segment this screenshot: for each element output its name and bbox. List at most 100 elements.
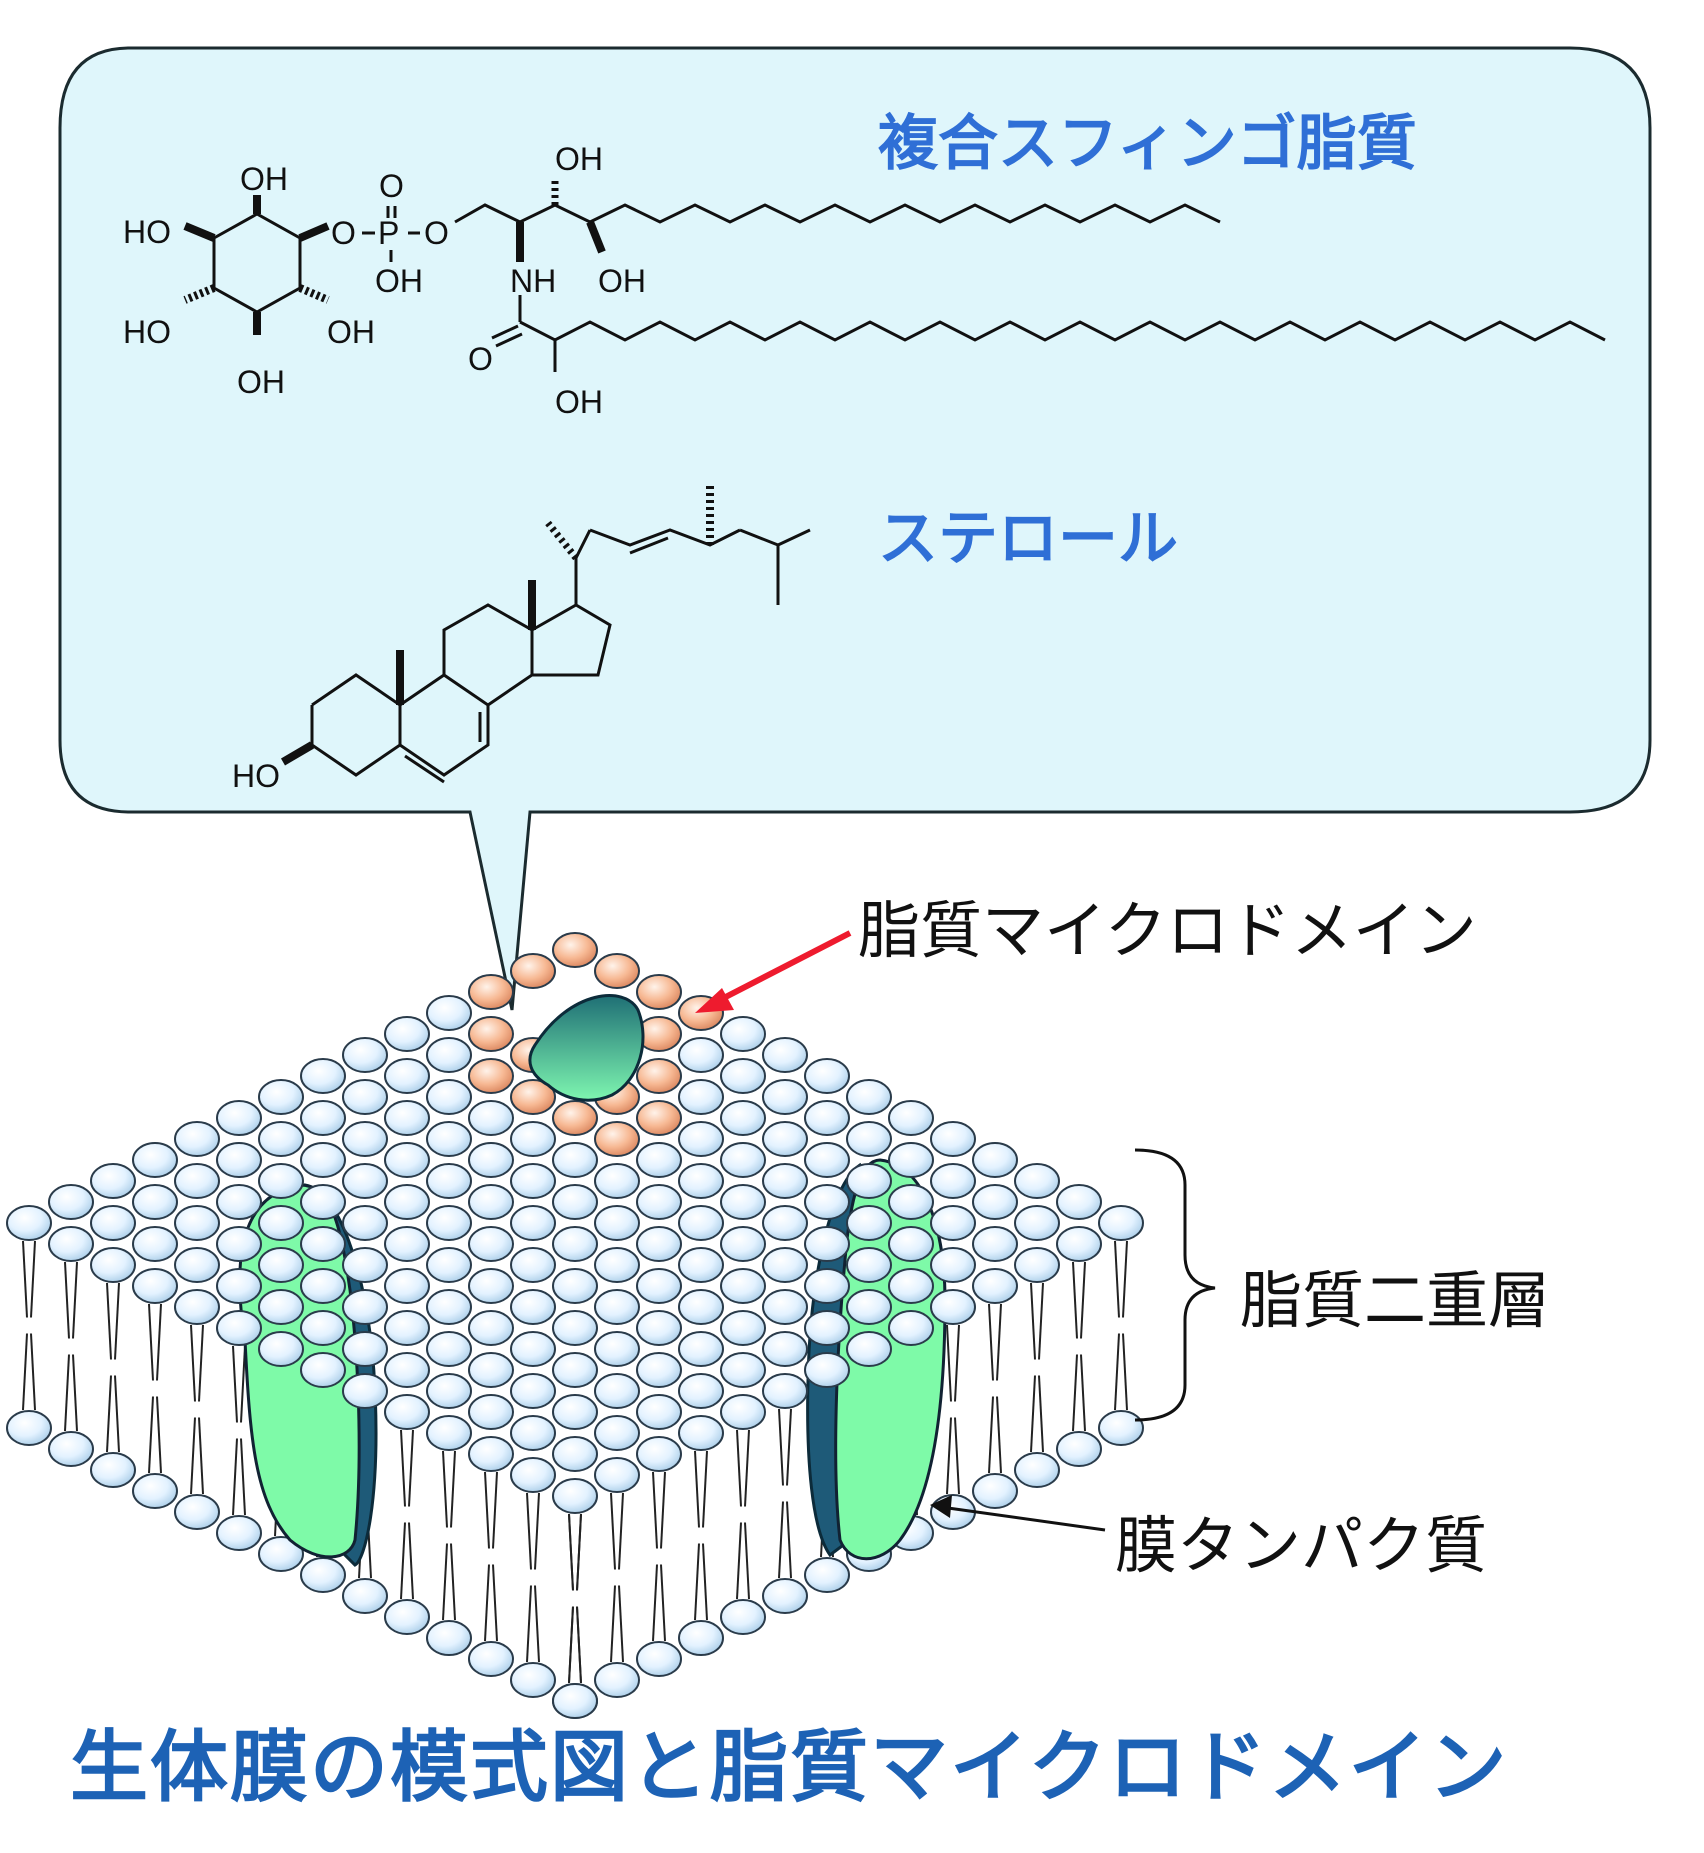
lipid-tail <box>72 1261 78 1339</box>
lipid-tail <box>22 1240 28 1318</box>
lipid-tail <box>30 1240 36 1318</box>
lipid-tail <box>618 1585 624 1663</box>
atom-label: HO <box>232 758 280 794</box>
microdomain-lipid-head <box>552 1100 598 1136</box>
protein-arrow <box>930 1495 1106 1532</box>
lipid-tail <box>232 1438 238 1516</box>
lipid-tail <box>198 1417 204 1495</box>
microdomain-lipid-head <box>636 1058 682 1094</box>
lipid-head <box>888 1226 934 1262</box>
lipid-head <box>258 1205 304 1241</box>
lipid-head <box>552 1226 598 1262</box>
lipid-head <box>426 1121 472 1157</box>
lipid-head <box>678 1415 724 1451</box>
atom-label: OH <box>555 384 603 420</box>
lipid-head <box>762 1373 808 1409</box>
lipid-head <box>972 1184 1018 1220</box>
lipid-head <box>174 1121 220 1157</box>
lipid-head <box>762 1037 808 1073</box>
lipid-head <box>636 1310 682 1346</box>
callout-bubble <box>58 46 1652 1011</box>
lipid-head <box>510 1373 556 1409</box>
lipid-tail <box>778 1501 784 1579</box>
lipid-tail <box>1122 1333 1128 1411</box>
lipid-head <box>510 1205 556 1241</box>
lipid-tail <box>660 1471 666 1549</box>
lipid-head <box>300 1352 346 1388</box>
lipid-head <box>384 1058 430 1094</box>
lipid-head <box>384 1100 430 1136</box>
lipid-head <box>888 1268 934 1304</box>
sphingolipid-atom-labels: OH HO HO OH OH O P O OH O OH NH OH O OH <box>123 141 646 420</box>
lipid-head <box>6 1205 52 1241</box>
lipid-head <box>552 1142 598 1178</box>
lipid-tail <box>64 1261 70 1339</box>
lipid-bilayer <box>6 932 1144 1719</box>
lipid-head <box>594 1662 640 1698</box>
lipid-tail <box>702 1450 708 1528</box>
lipid-tail <box>1122 1240 1128 1318</box>
lipid-head <box>552 1310 598 1346</box>
microdomain-protein <box>528 994 645 1102</box>
lipid-head <box>174 1289 220 1325</box>
bilayer-brace <box>1134 1148 1216 1422</box>
lipid-head <box>846 1289 892 1325</box>
lipid-head <box>342 1121 388 1157</box>
atom-label: OH <box>598 263 646 299</box>
lipid-head <box>846 1079 892 1115</box>
microdomain-arrow <box>695 930 852 1013</box>
lipid-tail <box>778 1408 784 1486</box>
lipid-head <box>678 1620 724 1656</box>
lipid-head <box>426 1415 472 1451</box>
lipid-head <box>300 1058 346 1094</box>
lipid-head <box>636 1352 682 1388</box>
lipid-head <box>762 1205 808 1241</box>
lipid-head <box>762 1331 808 1367</box>
lipid-head <box>972 1226 1018 1262</box>
lipid-head <box>426 1163 472 1199</box>
lipid-head <box>804 1058 850 1094</box>
lipid-head <box>342 1205 388 1241</box>
lipid-tail <box>450 1543 456 1621</box>
lipid-tail <box>492 1471 498 1549</box>
lipid-head <box>426 1289 472 1325</box>
lipid-head <box>342 1163 388 1199</box>
atom-label: O <box>468 341 493 377</box>
lipid-head <box>762 1121 808 1157</box>
lipid-head <box>300 1100 346 1136</box>
lipid-head <box>678 1247 724 1283</box>
lipid-head <box>342 1578 388 1614</box>
lipid-head <box>510 1331 556 1367</box>
lipid-head <box>552 1184 598 1220</box>
lipid-head <box>90 1205 136 1241</box>
lipid-head <box>804 1557 850 1593</box>
lipid-tail <box>954 1417 960 1495</box>
lipid-head <box>888 1310 934 1346</box>
lipid-head <box>342 1373 388 1409</box>
lipid-head <box>426 1247 472 1283</box>
lipid-tail <box>1030 1375 1036 1453</box>
lipid-tail <box>1038 1282 1044 1360</box>
lipid-head <box>216 1142 262 1178</box>
lipid-head <box>804 1142 850 1178</box>
lipid-tail <box>610 1585 616 1663</box>
lipid-tail <box>1038 1375 1044 1453</box>
lipid-head <box>720 1226 766 1262</box>
lipid-head <box>930 1247 976 1283</box>
lipid-head <box>132 1184 178 1220</box>
lipid-tail <box>148 1396 154 1474</box>
lipid-head <box>132 1142 178 1178</box>
lipid-head <box>174 1494 220 1530</box>
lipid-head <box>636 1184 682 1220</box>
lipid-head <box>384 1352 430 1388</box>
lipid-head <box>300 1557 346 1593</box>
lipid-head <box>48 1226 94 1262</box>
lipid-head <box>384 1226 430 1262</box>
lipid-head <box>636 1394 682 1430</box>
lipid-head <box>888 1184 934 1220</box>
lipid-head <box>258 1079 304 1115</box>
lipid-tail <box>408 1429 414 1507</box>
atom-label: O <box>379 168 404 204</box>
membrane-protein-label: 膜タンパク質 <box>1115 1509 1488 1582</box>
